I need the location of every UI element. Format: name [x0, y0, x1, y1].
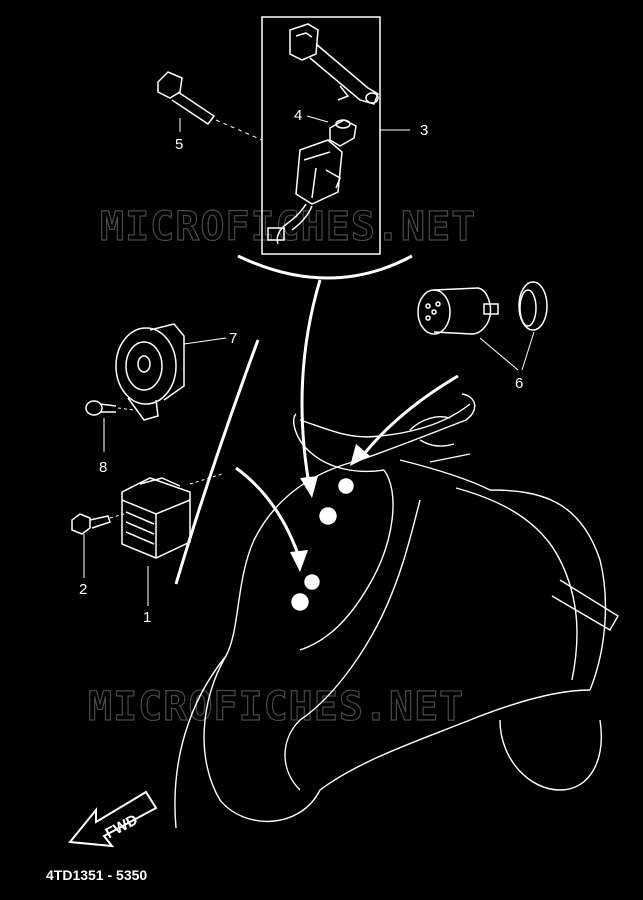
bolt-part-5: [157, 71, 263, 141]
arrow-horn: [235, 466, 302, 561]
screw-part-8: [85, 400, 135, 416]
callout-3: 3: [420, 122, 428, 139]
socket-part-6: [417, 281, 548, 335]
callout-4: 4: [294, 107, 302, 124]
ignition-assembly-box: [261, 16, 381, 255]
callout-5: 5: [175, 136, 183, 153]
arrow-socket-head: [350, 444, 370, 466]
arrow-horn-head: [290, 550, 308, 572]
callout-1: 1: [143, 609, 151, 626]
leader-7: [183, 337, 227, 345]
horn-part-7: [115, 323, 185, 421]
callout-7: 7: [229, 330, 237, 347]
forward-direction-arrow: FWD: [68, 790, 158, 848]
bolt-part-2: [71, 513, 125, 535]
watermark-top: MICROFICHES.NET: [100, 204, 476, 250]
leader-6a: [479, 337, 519, 371]
callout-6: 6: [515, 375, 523, 392]
leader-4: [306, 115, 329, 123]
arrow-socket: [362, 374, 459, 455]
watermark-bottom: MICROFICHES.NET: [88, 684, 464, 730]
callout-8: 8: [99, 459, 107, 476]
leader-6b: [521, 331, 535, 371]
divider-arc-left: [174, 339, 260, 585]
arrow-ignition: [300, 279, 322, 491]
arrow-ignition-head: [300, 476, 318, 498]
diagram-code: 4TD1351 - 5350: [46, 867, 148, 883]
rectifier-part-1: [121, 477, 191, 559]
leader-1-dash: [189, 473, 223, 485]
divider-arc-top: [237, 254, 413, 280]
fwd-label: FWD: [103, 811, 141, 842]
callout-2: 2: [79, 581, 87, 598]
scooter-outline: [174, 393, 619, 829]
